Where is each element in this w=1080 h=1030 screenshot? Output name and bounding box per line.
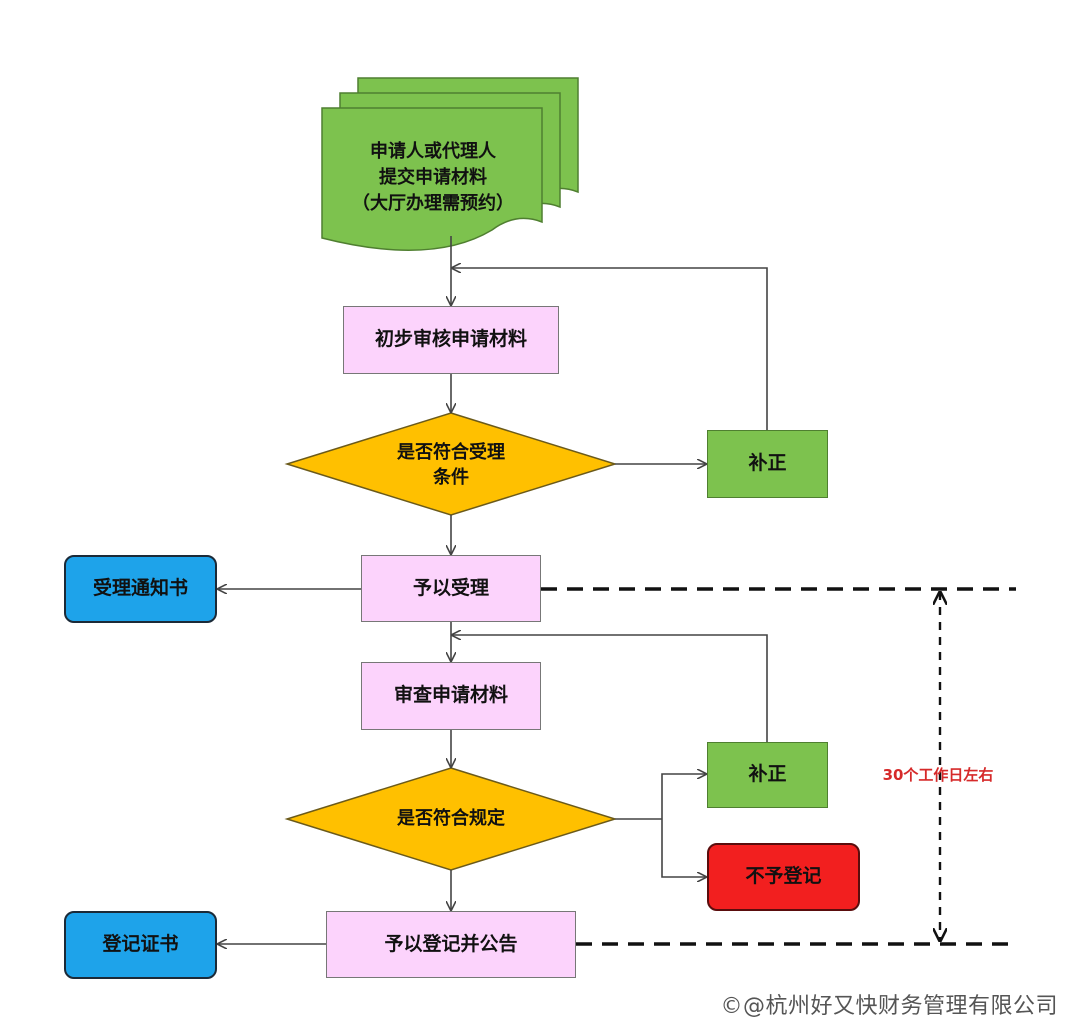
initial-review-label: 初步审核申请材料 <box>374 328 527 351</box>
reject-box: 不予登记 <box>707 843 860 911</box>
examine-label: 审查申请材料 <box>393 684 508 707</box>
branch-to-reject <box>661 819 706 877</box>
connector-lines <box>218 236 768 944</box>
reject-label: 不予登记 <box>745 865 822 888</box>
start-document-shape <box>321 77 579 251</box>
acceptance-notice-label: 受理通知书 <box>92 577 188 600</box>
decision-accept-text: 是否符合受理 条件 <box>351 430 551 500</box>
start-line-3: （大厅办理需预约） <box>352 193 514 215</box>
duration-label: 30个工作日左右 <box>882 766 994 784</box>
correction-box-1: 补正 <box>707 430 828 498</box>
start-line-2: 提交申请材料 <box>379 166 487 188</box>
decision-accept-line-2: 条件 <box>433 467 469 488</box>
correction-box-2: 补正 <box>707 742 828 808</box>
start-line-1: 申请人或代理人 <box>370 140 496 162</box>
accept-label: 予以受理 <box>412 576 489 599</box>
watermark: ©@杭州好又快财务管理有限公司 <box>720 994 1058 1019</box>
accept-box: 予以受理 <box>361 555 541 622</box>
register-label: 予以登记并公告 <box>384 932 518 955</box>
certificate-box: 登记证书 <box>64 911 217 979</box>
certificate-label: 登记证书 <box>102 933 179 956</box>
decision-accept-line-1: 是否符合受理 <box>397 441 505 463</box>
loop-correction-to-review <box>452 268 768 430</box>
start-document: 申请人或代理人 提交申请材料 （大厅办理需预约） <box>322 128 544 228</box>
branch-to-correction <box>661 774 706 819</box>
correction-2-label: 补正 <box>748 763 787 786</box>
document-front-sheet <box>321 107 543 251</box>
correction-1-label: 补正 <box>748 452 787 475</box>
examine-box: 审查申请材料 <box>361 662 541 730</box>
decision-rules-label: 是否符合规定 <box>397 808 505 830</box>
decision-rules-text: 是否符合规定 <box>351 794 551 844</box>
time-span-indicator <box>541 587 1016 946</box>
loop-correction2-to-examine <box>452 635 768 742</box>
initial-review-box: 初步审核申请材料 <box>343 306 559 374</box>
acceptance-notice-box: 受理通知书 <box>64 555 217 623</box>
register-box: 予以登记并公告 <box>326 911 576 978</box>
